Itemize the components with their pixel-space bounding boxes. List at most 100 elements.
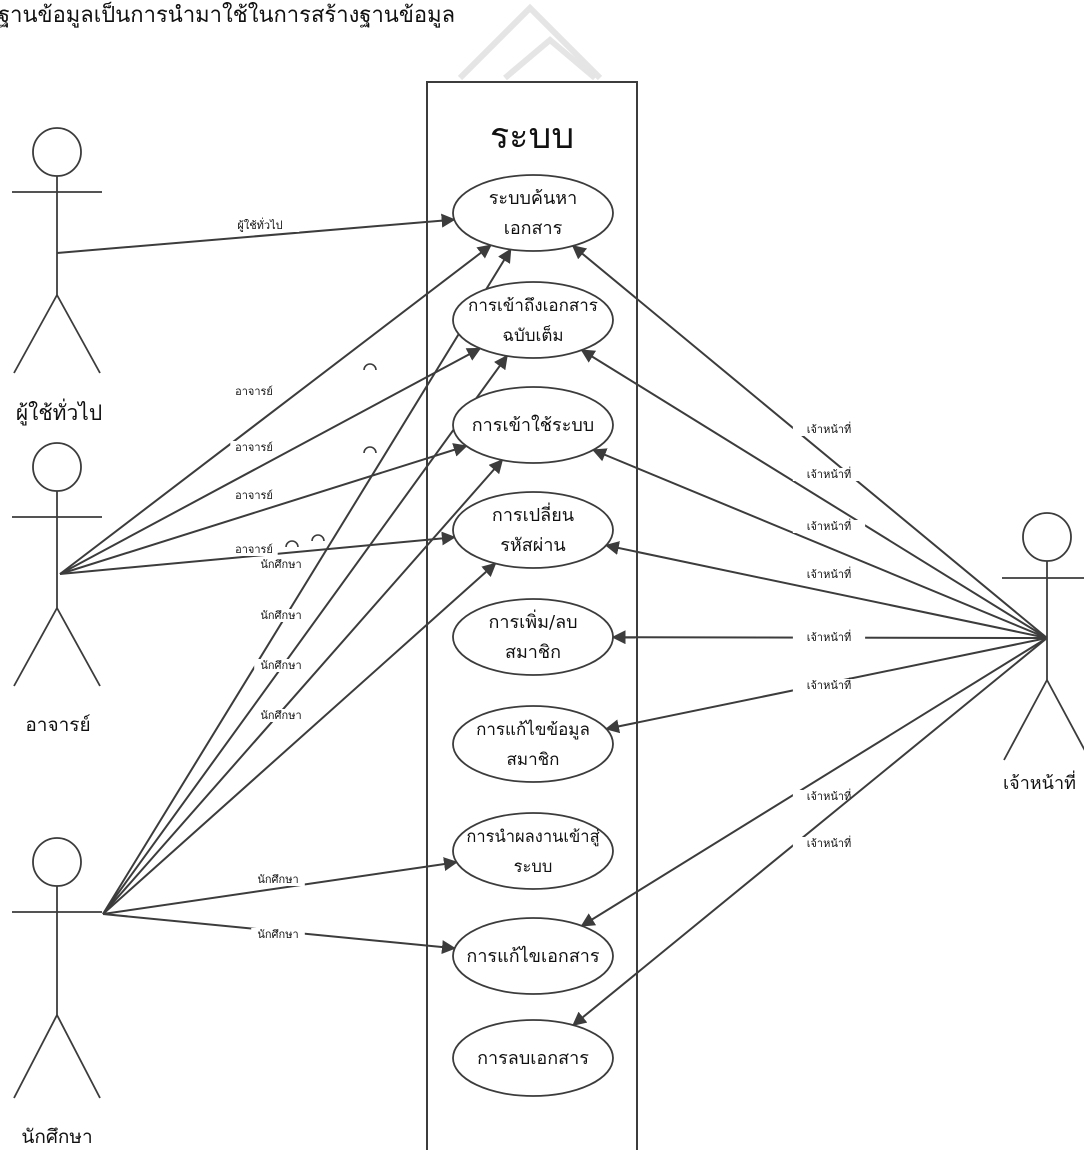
use-case-ellipse <box>452 598 614 676</box>
actor-student-head <box>32 837 82 887</box>
use-case-label: การเปลี่ยน <box>492 502 574 526</box>
actor-teacher-label: อาจารย์ <box>25 714 90 736</box>
use-case-edit-doc: การแก้ไขเอกสาร <box>452 917 614 995</box>
association-label-bg <box>220 219 300 232</box>
association-teacher-full-access <box>59 347 482 575</box>
use-cases: ระบบค้นหาเอกสารการเข้าถึงเอกสารฉบับเต็มก… <box>452 174 614 1097</box>
association-label: เจ้าหน้าที่ <box>807 566 852 581</box>
association-label: นักศึกษา <box>260 660 301 672</box>
association-label: นักศึกษา <box>260 710 301 722</box>
system-title: ระบบ <box>490 116 574 157</box>
association-staff-change-password <box>604 541 1048 639</box>
association-label: เจ้าหน้าที่ <box>807 421 852 436</box>
use-case-label: การแก้ไขเอกสาร <box>466 945 599 967</box>
use-case-submit-work: การนำผลงานเข้าสู่ระบบ <box>452 812 614 890</box>
association-student-submit-work <box>102 857 458 915</box>
actor-general-label: ผู้ใช้ทั่วไป <box>16 398 102 426</box>
line-crossing-hop <box>285 540 299 548</box>
association-teacher-search <box>59 244 492 575</box>
association-label: เจ้าหน้าที่ <box>807 518 852 533</box>
association-label-bg <box>230 489 278 502</box>
association-label: ผู้ใช้ทั่วไป <box>237 217 282 232</box>
association-label: อาจารย์ <box>235 385 273 398</box>
page-heading: ฐานข้อมูลเป็นการนำมาใช้ในการสร้างฐานข้อม… <box>0 0 455 28</box>
actor-staff-head <box>1022 512 1072 562</box>
actor-staff <box>1002 512 1084 761</box>
association-label-bg <box>792 790 866 803</box>
association-label: นักศึกษา <box>260 610 301 622</box>
association-label: เจ้าหน้าที่ <box>807 677 852 692</box>
association-label: เจ้าหน้าที่ <box>807 466 852 481</box>
use-case-label: ฉบับเต็ม <box>502 324 563 346</box>
use-case-label: การนำผลงานเข้าสู่ <box>466 827 599 847</box>
association-general-search <box>56 213 456 254</box>
association-teacher-login <box>59 443 468 575</box>
association-label-bg <box>792 679 866 692</box>
association-label-bg <box>251 873 305 886</box>
association-label-bg <box>230 543 278 556</box>
actor-general <box>12 127 102 374</box>
association-student-search <box>102 248 512 915</box>
use-case-ellipse <box>452 1019 614 1097</box>
use-case-label: การเพิ่ม/ลบ <box>488 609 577 633</box>
association-student-full-access <box>102 354 508 915</box>
use-case-delete-doc: การลบเอกสาร <box>452 1019 614 1097</box>
association-student-login <box>102 459 504 915</box>
watermark <box>457 3 603 81</box>
association-label: อาจารย์ <box>235 543 273 556</box>
association-staff-full-access <box>580 349 1048 639</box>
association-label-bg <box>254 609 308 622</box>
use-case-ellipse <box>452 917 614 995</box>
use-case-label: สมาชิก <box>505 642 561 663</box>
use-case-ellipse <box>452 491 614 569</box>
use-case-label: ระบบค้นหา <box>489 188 578 209</box>
use-case-label: สมาชิก <box>507 750 560 770</box>
association-label: เจ้าหน้าที่ <box>807 788 852 803</box>
actor-student-label: นักศึกษา <box>21 1126 92 1148</box>
association-label: นักศึกษา <box>257 874 298 886</box>
line-crossing-hop <box>363 363 377 371</box>
use-case-login: การเข้าใช้ระบบ <box>452 386 614 464</box>
associations: ผู้ใช้ทั่วไปอาจารย์อาจารย์อาจารย์อาจารย์… <box>56 213 1048 1026</box>
use-case-label: ระบบ <box>514 857 553 876</box>
association-staff-search <box>571 245 1048 639</box>
association-label: อาจารย์ <box>235 441 273 454</box>
association-label-bg <box>792 423 866 436</box>
association-label-bg <box>254 659 308 672</box>
actor-teacher <box>12 442 102 687</box>
association-staff-delete-doc <box>572 637 1048 1026</box>
use-case-ellipse <box>452 705 614 783</box>
association-label: เจ้าหน้าที่ <box>807 835 852 850</box>
association-label-bg <box>251 928 305 941</box>
association-staff-login <box>592 448 1048 639</box>
association-label-bg <box>230 441 278 454</box>
line-crossing-hop <box>311 534 325 542</box>
use-case-label: การลบเอกสาร <box>477 1048 589 1069</box>
use-case-label: รหัสผ่าน <box>500 535 565 556</box>
association-label-bg <box>792 520 866 533</box>
association-label-bg <box>792 631 866 644</box>
use-case-label: การเข้าใช้ระบบ <box>472 414 594 436</box>
line-crossing-hop <box>363 446 377 454</box>
use-case-label: เอกสาร <box>504 218 563 239</box>
use-case-label: การแก้ไขข้อมูล <box>476 719 590 740</box>
system-boundary <box>426 81 638 1150</box>
association-label-bg <box>254 709 308 722</box>
association-label: นักศึกษา <box>257 929 298 941</box>
association-label: เจ้าหน้าที่ <box>807 629 852 644</box>
association-staff-edit-doc <box>580 637 1048 927</box>
association-label-bg <box>792 837 866 850</box>
actor-teacher-head <box>32 442 82 492</box>
association-student-change-password <box>102 562 497 915</box>
association-label-bg <box>792 468 866 481</box>
use-case-ellipse <box>452 174 614 252</box>
association-label: อาจารย์ <box>235 489 273 502</box>
association-label: นักศึกษา <box>260 559 301 571</box>
actor-student <box>12 837 102 1099</box>
